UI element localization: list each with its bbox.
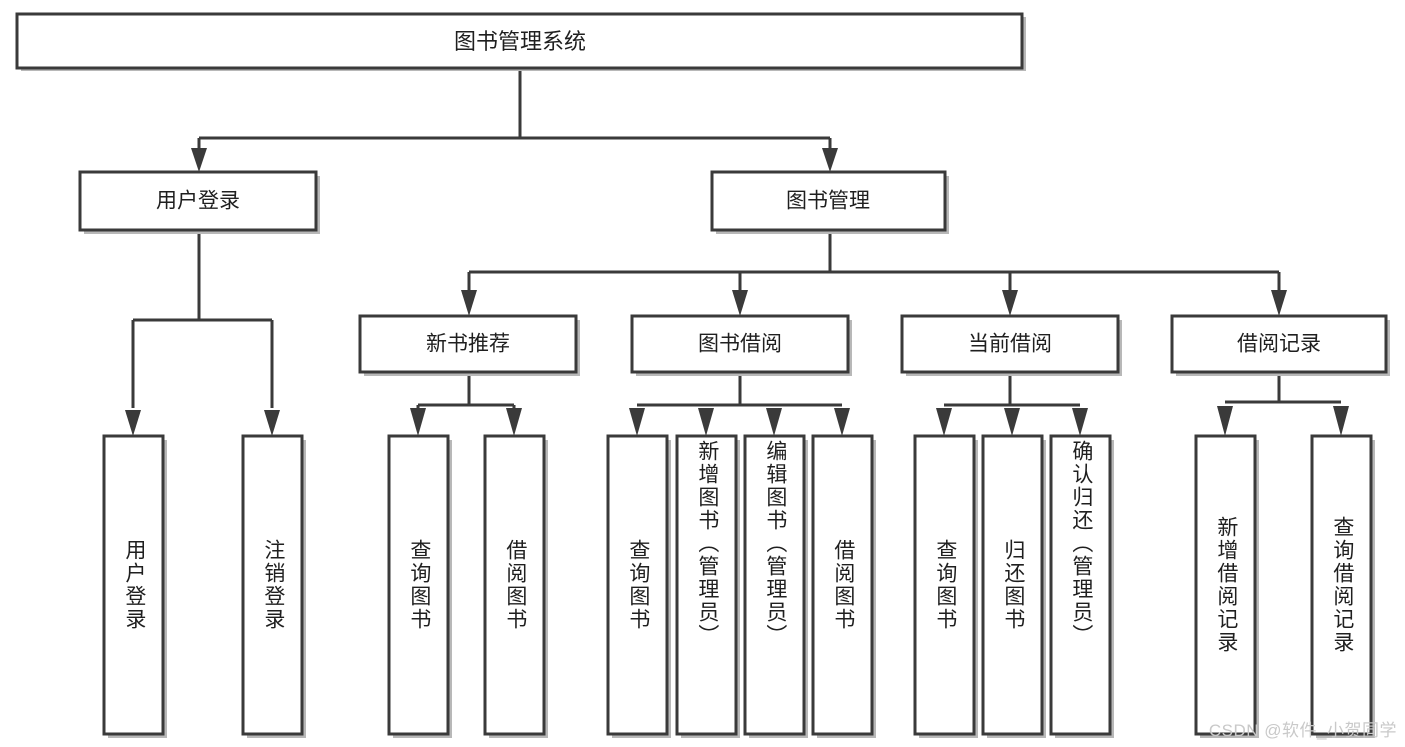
arrowhead-leaf-user-login xyxy=(125,410,141,436)
node-leaf-query-book-3[interactable] xyxy=(913,434,978,738)
arrowhead-user-login xyxy=(191,148,207,172)
arrowhead-leaf-query-record xyxy=(1333,406,1349,436)
node-leaf-add-record[interactable] xyxy=(1194,434,1259,738)
arrowhead-book-borrow xyxy=(732,290,748,316)
connector-group xyxy=(125,68,1349,436)
node-book-management-label: 图书管理 xyxy=(786,190,870,213)
arrowhead-leaf-logout-login xyxy=(264,410,280,436)
node-leaf-query-record[interactable] xyxy=(1310,434,1375,738)
node-book-management[interactable]: 图书管理 xyxy=(710,170,949,234)
node-current-borrow-label: 当前借阅 xyxy=(968,333,1052,356)
arrowhead-leaf-edit-book xyxy=(766,408,782,436)
node-leaf-query-book-2[interactable] xyxy=(606,434,671,738)
node-book-borrow-label: 图书借阅 xyxy=(698,333,782,356)
arrowhead-borrow-record xyxy=(1271,290,1287,316)
node-new-book-recommend-label: 新书推荐 xyxy=(426,333,510,356)
node-root[interactable]: 图书管理系统 xyxy=(15,12,1026,71)
node-user-login[interactable]: 用户登录 xyxy=(78,170,320,234)
arrowhead-leaf-add-record xyxy=(1217,406,1233,436)
arrowhead-book-management xyxy=(822,148,838,172)
arrowhead-leaf-add-book xyxy=(698,408,714,436)
node-borrow-record[interactable]: 借阅记录 xyxy=(1170,314,1390,376)
node-new-book-recommend[interactable]: 新书推荐 xyxy=(358,314,580,376)
node-leaf-borrow-book-2[interactable] xyxy=(811,434,876,738)
node-leaf-user-login[interactable] xyxy=(102,434,167,738)
arrowhead-leaf-query-book-3 xyxy=(936,408,952,436)
node-leaf-query-book-1[interactable] xyxy=(387,434,452,738)
node-leaf-add-book[interactable] xyxy=(675,434,740,738)
node-leaf-edit-book[interactable] xyxy=(743,434,808,738)
watermark-text: CSDN @软件_小贺同学 xyxy=(1208,721,1397,740)
node-user-login-label: 用户登录 xyxy=(156,190,240,213)
arrowhead-leaf-confirm-return xyxy=(1072,408,1088,436)
arrowhead-new-book-recommend xyxy=(461,290,477,316)
node-root-label: 图书管理系统 xyxy=(454,29,586,54)
node-current-borrow[interactable]: 当前借阅 xyxy=(900,314,1122,376)
node-leaf-logout-login[interactable] xyxy=(241,434,306,738)
node-leaf-confirm-return[interactable] xyxy=(1049,434,1114,738)
arrowhead-leaf-borrow-book-2 xyxy=(834,408,850,436)
node-leaf-borrow-book-1[interactable] xyxy=(483,434,548,738)
node-leaf-return-book[interactable] xyxy=(981,434,1046,738)
arrowhead-leaf-query-book-1 xyxy=(410,408,426,436)
arrowhead-leaf-query-book-2 xyxy=(629,408,645,436)
arrowhead-current-borrow xyxy=(1002,290,1018,316)
node-borrow-record-label: 借阅记录 xyxy=(1237,333,1321,356)
arrowhead-leaf-return-book xyxy=(1004,408,1020,436)
node-book-borrow[interactable]: 图书借阅 xyxy=(630,314,852,376)
arrowhead-leaf-borrow-book-1 xyxy=(506,408,522,436)
